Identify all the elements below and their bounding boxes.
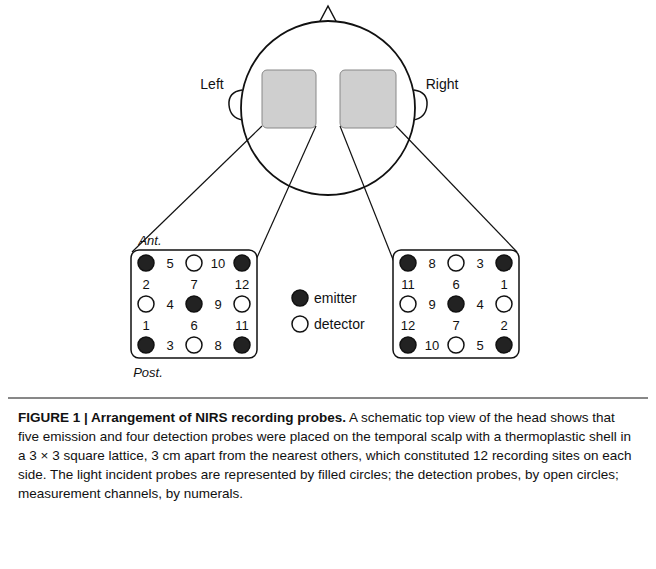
- zoom-line: [340, 126, 394, 262]
- channel-number: 9: [428, 298, 435, 311]
- channel-number: 8: [428, 257, 435, 270]
- channel-number: 3: [476, 257, 483, 270]
- channel-number: 10: [211, 257, 225, 270]
- channel-number: 3: [166, 339, 173, 352]
- detector-sample: [292, 316, 308, 332]
- channel-number: 7: [452, 319, 459, 332]
- channel-number: 12: [401, 319, 415, 332]
- channel-number: 10: [425, 339, 439, 352]
- figure-title: FIGURE 1 | Arrangement of NIRS recording…: [18, 410, 346, 425]
- right-probe-lattice: [400, 255, 512, 353]
- caption-rule: [8, 398, 648, 399]
- channel-number: 12: [235, 278, 249, 291]
- channel-number: 11: [401, 278, 415, 291]
- right-probe-region: [340, 70, 396, 128]
- zoom-line: [396, 126, 517, 252]
- left-probe-panel: [131, 250, 257, 358]
- emitter-sample: [292, 290, 308, 306]
- channel-number: 11: [235, 319, 249, 332]
- direction-label: Ant.: [138, 234, 161, 247]
- direction-label: Post.: [133, 366, 163, 379]
- channel-number: 5: [166, 257, 173, 270]
- channel-number: 6: [190, 319, 197, 332]
- channel-number: 2: [500, 319, 507, 332]
- legend-text: emitter: [314, 291, 357, 305]
- channel-number: 4: [476, 298, 483, 311]
- channel-number: 1: [500, 278, 507, 291]
- side-label: Right: [426, 77, 459, 91]
- channel-number: 7: [190, 278, 197, 291]
- figure-caption-block: FIGURE 1 | Arrangement of NIRS recording…: [18, 408, 638, 503]
- side-label: Left: [200, 77, 223, 91]
- zoom-line: [132, 126, 262, 252]
- head-outline: [241, 21, 415, 195]
- left-probe-lattice: [138, 255, 250, 353]
- channel-number: 4: [166, 298, 173, 311]
- right-probe-panel: [393, 250, 519, 358]
- channel-number: 5: [476, 339, 483, 352]
- channel-number: 8: [214, 339, 221, 352]
- zoom-line: [255, 126, 316, 262]
- channel-number: 6: [452, 278, 459, 291]
- channel-number: 1: [142, 319, 149, 332]
- left-probe-region: [262, 70, 316, 128]
- legend-text: detector: [314, 317, 365, 331]
- channel-number: 9: [214, 298, 221, 311]
- channel-number: 2: [142, 278, 149, 291]
